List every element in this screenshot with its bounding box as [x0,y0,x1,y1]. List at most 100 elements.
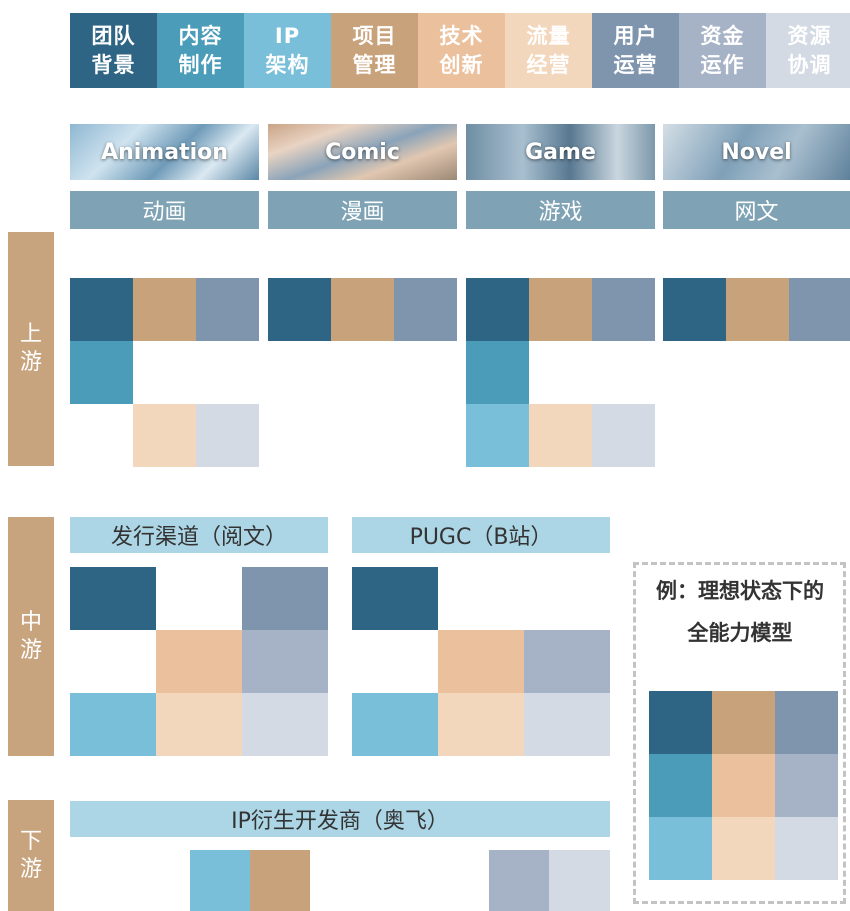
stage-midstream: 中 游 [8,517,54,756]
legend-label: 资源 [787,23,832,48]
banner-label: Novel [721,139,792,165]
cell-resource-coordination [524,693,610,756]
cell-team-background [70,567,156,630]
legend-label: 项目 [352,23,397,48]
cell-ip-architecture [649,817,712,880]
legend-label: 用户 [613,23,658,48]
legend-label: IP [274,23,301,48]
cell-traffic-operation [133,404,196,467]
legend-project-management: 项目 管理 [331,13,418,88]
legend-capital-operation: 资金 运作 [679,13,766,88]
legend-label: 技术 [439,23,484,48]
category-comic: 漫画 [268,191,457,229]
stage-char: 中 [19,609,42,635]
cell-ip-architecture [352,693,438,756]
cell-user-operation [789,278,850,341]
legend-label: 制作 [178,52,223,77]
cell-capital-operation [775,754,838,817]
stage-upstream: 上 游 [8,232,54,466]
legend-label: 经营 [526,52,571,77]
category-animation: 动画 [70,191,259,229]
cell-traffic-operation [438,693,524,756]
channel-label: IP衍生开发商（奥飞） [231,809,449,834]
stage-downstream: 下 游 [8,800,54,911]
stage-char: 游 [19,350,42,375]
category-label: 网文 [734,200,779,225]
channel-publisher: 发行渠道（阅文） [70,517,328,553]
cell-traffic-operation [529,404,592,467]
legend-label: 流量 [526,23,571,48]
legend-label: 资金 [700,23,745,48]
cell-tech-innovation [156,630,242,693]
cell-project-management [250,850,310,911]
cell-traffic-operation [712,817,775,880]
cell-team-background [649,691,712,754]
cell-team-background [352,567,438,630]
legend-team-background: 团队 背景 [70,13,157,88]
channel-pugc: PUGC（B站） [352,517,610,553]
stage-char: 下 [19,828,42,854]
cell-ip-architecture [70,693,156,756]
cell-project-management [331,278,394,341]
cell-ip-architecture [190,850,250,911]
cell-traffic-operation [156,693,242,756]
cell-ip-architecture [466,404,529,467]
cell-tech-innovation [712,754,775,817]
cell-team-background [268,278,331,341]
category-novel: 网文 [663,191,850,229]
legend-label: 管理 [352,52,397,77]
example-title-line: 例：理想状态下的 [656,579,824,603]
cell-resource-coordination [242,693,328,756]
banner-novel: Novel [663,124,850,180]
cell-project-management [726,278,789,341]
channel-derivative-developer: IP衍生开发商（奥飞） [70,801,610,837]
cell-resource-coordination [592,404,655,467]
example-title-line: 全能力模型 [687,621,793,645]
cell-resource-coordination [549,850,610,911]
cell-capital-operation [524,630,610,693]
legend-traffic-operation: 流量 经营 [505,13,592,88]
banner-game: Game [466,124,655,180]
cell-user-operation [242,567,328,630]
cell-project-management [529,278,592,341]
stage-char: 游 [19,637,42,663]
cell-resource-coordination [196,404,259,467]
cell-project-management [133,278,196,341]
stage-char: 上 [19,322,42,347]
banner-animation: Animation [70,124,259,180]
banner-comic: Comic [268,124,457,180]
cell-project-management [712,691,775,754]
cell-team-background [466,278,529,341]
channel-label: 发行渠道（阅文） [110,525,287,550]
category-label: 漫画 [340,200,385,225]
cell-content-production [466,341,529,404]
legend-label: 团队 [91,23,136,48]
cell-user-operation [394,278,457,341]
channel-label: PUGC（B站） [409,525,553,550]
banner-label: Animation [101,139,228,165]
legend-label: 内容 [178,23,223,48]
cell-capital-operation [489,850,549,911]
example-box [633,562,846,904]
cell-content-production [70,341,133,404]
banner-label: Game [525,139,596,165]
category-label: 动画 [142,200,187,225]
cell-team-background [663,278,726,341]
cell-user-operation [592,278,655,341]
legend-resource-coordination: 资源 协调 [766,13,850,88]
legend-label: 背景 [91,52,136,77]
stage-char: 游 [19,856,42,882]
legend-ip-architecture: IP 架构 [244,13,331,88]
legend-user-operation: 用户 运营 [592,13,679,88]
cell-resource-coordination [775,817,838,880]
legend-label: 运营 [613,52,658,77]
cell-team-background [70,278,133,341]
legend-content-production: 内容 制作 [157,13,244,88]
cell-content-production [649,754,712,817]
category-game: 游戏 [466,191,655,229]
legend-label: 协调 [787,52,832,77]
cell-tech-innovation [438,630,524,693]
legend-label: 架构 [265,52,310,77]
category-label: 游戏 [538,200,583,225]
cell-user-operation [775,691,838,754]
